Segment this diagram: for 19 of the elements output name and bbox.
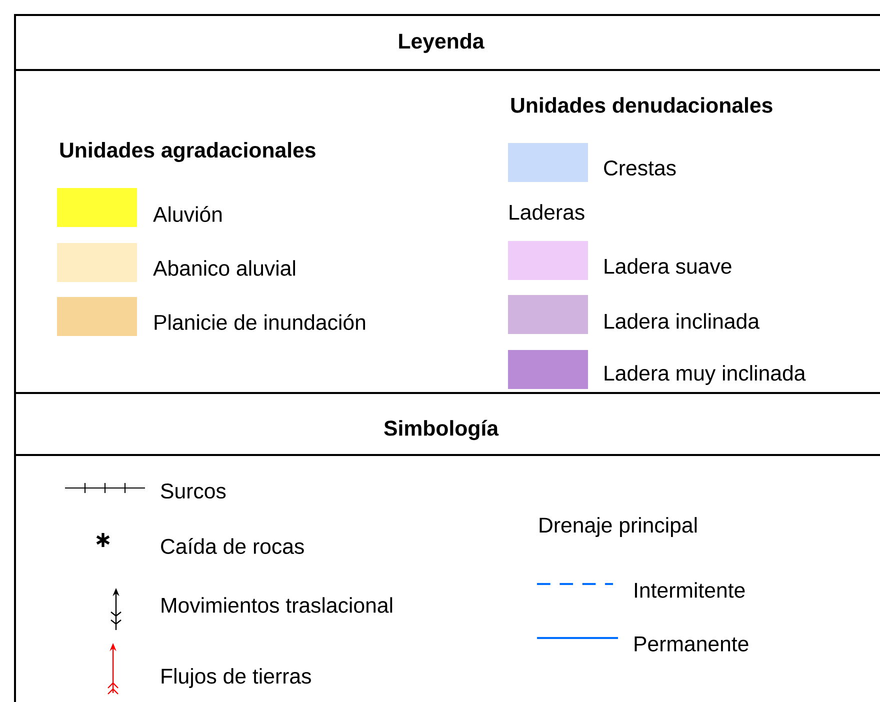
legend-label: Permanente bbox=[634, 636, 748, 652]
section-heading: Simbología bbox=[384, 420, 499, 440]
section-heading: Unidades agradacionales bbox=[60, 142, 316, 162]
legend-label: Ladera muy inclinada bbox=[604, 365, 806, 385]
legend-label: Intermitente bbox=[634, 582, 745, 598]
section-heading: Unidades denudacionales bbox=[511, 97, 772, 113]
legend-heading: Leyenda bbox=[399, 33, 484, 53]
legend-label: Planicie de inundación bbox=[154, 314, 366, 330]
legend-label: Aluvión bbox=[153, 206, 222, 222]
legend-label: Movimientos traslacional bbox=[162, 597, 392, 613]
group-label: Drenaje principal bbox=[540, 517, 697, 537]
legend-label: Ladera inclinada bbox=[604, 313, 760, 329]
legend-label: Flujos de tierras bbox=[162, 668, 311, 688]
legend-label: Crestas bbox=[604, 160, 676, 176]
legend-label: Surcos bbox=[160, 483, 226, 499]
legend-label: Abanico aluvial bbox=[153, 260, 296, 276]
group-label: Laderas bbox=[510, 204, 584, 220]
legend-label: Ladera suave bbox=[604, 258, 732, 274]
legend-label: Caída de rocas bbox=[161, 538, 304, 554]
